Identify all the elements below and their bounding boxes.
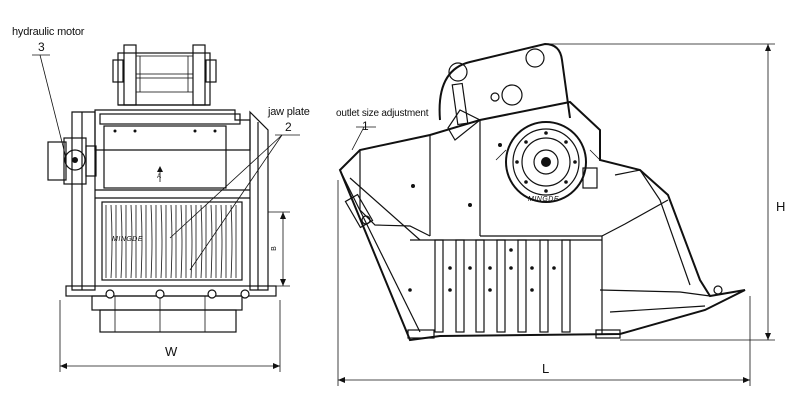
- side-feet: [407, 285, 723, 339]
- front-mounting-bracket: [112, 44, 217, 106]
- dimension-l-line: [337, 180, 751, 386]
- outlet-leader-line: [351, 126, 365, 151]
- side-main-body: [338, 100, 746, 342]
- jaw-plate-label: jaw plate: [268, 106, 310, 118]
- dimension-h-line: [545, 43, 775, 341]
- front-brand-mark: MINGDE: [112, 236, 143, 243]
- side-mounting-bracket: [438, 42, 571, 141]
- front-bottom-base: [65, 285, 277, 333]
- callout-number-1: 1: [362, 119, 369, 133]
- dimension-a-label: A: [157, 174, 162, 180]
- front-upper-housing: [94, 109, 251, 189]
- dimension-b-label: B: [270, 246, 278, 251]
- front-view: [47, 44, 290, 372]
- dimension-w-line: [59, 300, 281, 372]
- dimension-w-label: W: [165, 344, 178, 359]
- side-brand-mark: MINGDE: [528, 196, 559, 203]
- side-view: [337, 42, 775, 386]
- callout-number-2: 2: [285, 120, 292, 134]
- dimension-h-label: H: [776, 199, 786, 214]
- outlet-adjustment-part: [344, 193, 374, 229]
- hydraulic-motor-part: [47, 137, 97, 185]
- dimension-l-label: L: [542, 361, 550, 376]
- jaw-plate-ribs: [101, 201, 243, 281]
- callout-number-3: 3: [38, 40, 45, 54]
- dimension-b-line: [268, 211, 290, 287]
- hydraulic-motor-label: hydraulic motor: [12, 26, 85, 38]
- outlet-size-adjustment-label: outlet size adjustment: [336, 108, 429, 119]
- side-vertical-ribs: [408, 143, 571, 333]
- front-body-frame: [71, 110, 269, 291]
- front-leader-lines: [32, 54, 300, 271]
- rotor-disc: [495, 121, 601, 203]
